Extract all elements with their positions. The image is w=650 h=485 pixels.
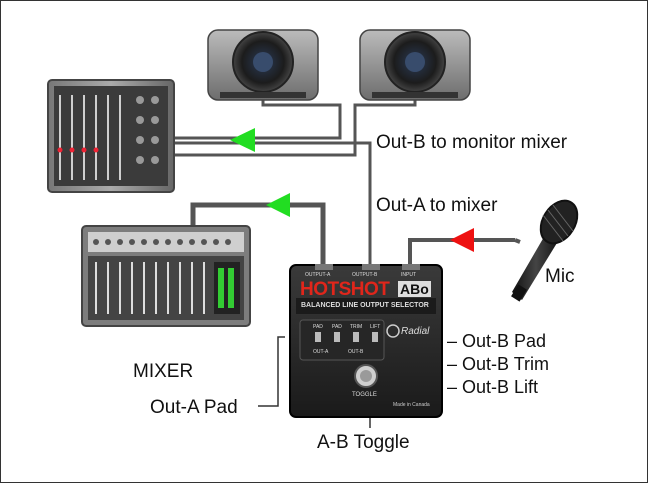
label-mixer: MIXER	[133, 361, 194, 382]
device-group-out-b: OUT-B	[348, 349, 364, 355]
cable-mic	[408, 238, 515, 265]
red-arrow-mic	[450, 228, 474, 252]
device-logo: Radial	[401, 326, 430, 337]
monitor-mixer	[47, 79, 175, 193]
device-brand-hot: HOTSHOT	[300, 279, 390, 300]
device-brand-model: ABo	[398, 281, 431, 297]
speaker-left	[207, 29, 319, 101]
device-group-out-a: OUT-A	[313, 349, 329, 355]
device-jack-output-b: OUTPUT-B	[352, 272, 378, 278]
device-switch-pad2: PAD	[332, 324, 342, 330]
green-arrow-out-b	[230, 128, 255, 152]
speaker-right	[359, 29, 471, 101]
leader-lines	[258, 336, 371, 428]
microphone-image	[511, 199, 579, 302]
device-switch-pad: PAD	[313, 324, 323, 330]
label-out-b-lift: – Out-B Lift	[447, 377, 539, 397]
label-out-b-pad: – Out-B Pad	[447, 331, 547, 351]
device-switch-lift: LIFT	[370, 324, 381, 330]
device-switch-trim: TRIM	[350, 324, 363, 330]
device-made-in: Made in Canada	[393, 402, 430, 408]
device-jack-output-a: OUTPUT-A	[305, 272, 331, 278]
label-out-a-pad: Out-A Pad	[150, 397, 238, 418]
label-ab-toggle: A-B Toggle	[317, 432, 410, 453]
label-out-b-monitor-mixer: Out-B to monitor mixer	[376, 132, 568, 153]
green-arrow-out-a	[266, 193, 290, 217]
device-jack-input: INPUT	[401, 272, 416, 278]
label-mic: Mic	[545, 266, 575, 287]
label-out-a-mixer: Out-A to mixer	[376, 195, 498, 216]
device-subtitle: BALANCED LINE OUTPUT SELECTOR	[301, 302, 429, 309]
cable-out-a-mixer	[190, 202, 326, 265]
hotshot-abo-device	[289, 264, 443, 418]
label-out-b-trim: – Out-B Trim	[447, 354, 550, 374]
main-mixer-image	[81, 225, 251, 327]
device-toggle-label: TOGGLE	[352, 392, 377, 398]
